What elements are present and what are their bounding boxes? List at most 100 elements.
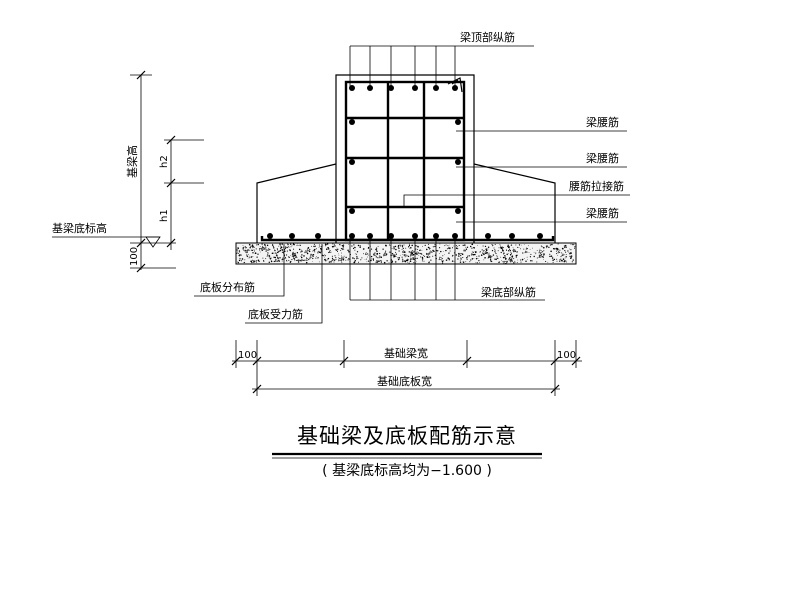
hatch-speckle xyxy=(475,251,477,253)
hatch-aggregate xyxy=(427,255,431,259)
hatch-speckle xyxy=(516,261,518,263)
hatch-speckle xyxy=(353,258,355,260)
hatch-speckle xyxy=(448,252,450,254)
hatch-speckle xyxy=(475,258,478,260)
hatch-speckle xyxy=(275,258,277,261)
hatch-speckle xyxy=(509,250,511,252)
hatch-speckle xyxy=(479,262,480,263)
hatch-speckle xyxy=(285,246,287,248)
hatch-speckle xyxy=(300,249,302,251)
hatch-aggregate xyxy=(291,252,297,257)
hatch-aggregate xyxy=(415,251,421,255)
hatch-speckle xyxy=(487,248,489,250)
hatch-speckle xyxy=(252,249,254,251)
hatch-speckle xyxy=(496,256,498,257)
hatch-speckle xyxy=(338,253,339,255)
hatch-speckle xyxy=(356,251,359,253)
hatch-speckle xyxy=(348,244,350,245)
hatch-speckle xyxy=(277,260,279,262)
hatch-speckle xyxy=(462,261,464,263)
hatch-speckle xyxy=(336,250,339,253)
hatch-speckle xyxy=(391,260,394,263)
hatch-speckle xyxy=(500,251,502,254)
hatch-speckle xyxy=(539,248,541,250)
hatch-speckle xyxy=(418,255,420,256)
hatch-speckle xyxy=(484,257,486,259)
extension-lines xyxy=(349,46,456,300)
hatch-speckle xyxy=(331,257,334,260)
hatch-speckle xyxy=(409,248,410,249)
hatch-speckle xyxy=(471,247,473,249)
hatch-speckle xyxy=(238,253,240,255)
hatch-speckle xyxy=(476,262,478,264)
hatch-aggregate xyxy=(447,246,452,250)
hatch-speckle xyxy=(556,258,558,260)
hatch-speckle xyxy=(372,260,374,261)
hatch-speckle xyxy=(389,250,390,252)
hatch-aggregate xyxy=(482,249,488,255)
hatch-speckle xyxy=(325,244,327,246)
hatch-speckle xyxy=(366,261,368,263)
hatch-speckle xyxy=(244,246,246,248)
left-dimension-chain xyxy=(52,70,204,273)
hatch-speckle xyxy=(250,256,253,258)
hatch-speckle xyxy=(413,262,415,263)
hatch-speckle xyxy=(334,243,335,245)
hatch-speckle xyxy=(345,256,347,259)
hatch-speckle xyxy=(505,258,507,260)
hatch-speckle xyxy=(485,252,486,254)
hatch-speckle xyxy=(356,253,357,255)
hatch-speckle xyxy=(574,243,575,245)
hatch-speckle xyxy=(259,247,261,250)
hatch-speckle xyxy=(572,243,574,246)
hatch-speckle xyxy=(249,257,251,259)
hatch-speckle xyxy=(408,251,410,253)
hatch-aggregate xyxy=(427,252,431,255)
hatch-speckle xyxy=(324,254,326,256)
hatch-speckle xyxy=(259,251,261,253)
hatch-speckle xyxy=(276,255,278,257)
hatch-speckle xyxy=(246,255,249,257)
hatch-speckle xyxy=(562,258,565,260)
hatch-speckle xyxy=(272,245,274,247)
hatch-aggregate xyxy=(503,260,509,265)
hatch-speckle xyxy=(536,257,538,259)
hatch-speckle xyxy=(242,245,244,246)
hatch-speckle xyxy=(565,251,567,253)
hatch-aggregate xyxy=(347,257,351,261)
hatch-speckle xyxy=(548,246,550,248)
hatch-aggregate xyxy=(409,257,414,261)
hatch-speckle xyxy=(288,247,290,249)
hatch-speckle xyxy=(325,260,327,262)
hatch-speckle xyxy=(281,260,283,262)
hatch-speckle xyxy=(529,249,531,251)
hatch-speckle xyxy=(256,244,258,246)
hatch-speckle xyxy=(515,255,518,257)
hatch-speckle xyxy=(261,243,263,245)
hatch-speckle xyxy=(517,259,519,261)
hatch-speckle xyxy=(432,246,434,248)
hatch-speckle xyxy=(542,258,544,260)
hatch-speckle xyxy=(555,251,557,252)
hatch-speckle xyxy=(407,255,410,258)
hatch-speckle xyxy=(521,259,523,261)
hatch-speckle xyxy=(464,250,466,252)
hatch-speckle xyxy=(458,252,460,255)
hatch-speckle xyxy=(315,257,317,259)
hatch-speckle xyxy=(340,244,342,246)
hatch-aggregate xyxy=(373,252,379,257)
hatch-speckle xyxy=(389,245,391,247)
hatch-speckle xyxy=(494,252,497,254)
hatch-speckle xyxy=(255,253,257,254)
hatch-speckle xyxy=(352,257,354,259)
hatch-speckle xyxy=(392,260,393,261)
hatch-speckle xyxy=(530,260,532,262)
hatch-speckle xyxy=(241,260,243,262)
hatch-speckle xyxy=(288,246,290,248)
hatch-speckle xyxy=(499,244,501,246)
hatch-speckle xyxy=(313,245,315,248)
hatch-speckle xyxy=(367,247,369,249)
hatch-speckle xyxy=(275,252,277,254)
dim-beam-width: 基础梁宽 xyxy=(384,346,428,360)
hatch-speckle xyxy=(526,256,528,258)
